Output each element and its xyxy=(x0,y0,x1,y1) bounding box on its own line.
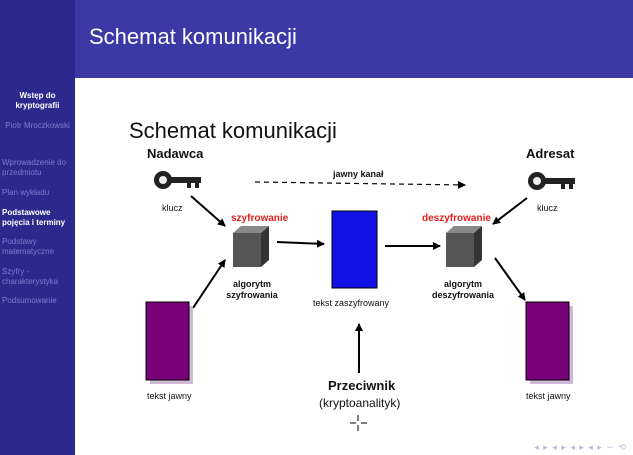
sidebar-item-podsumowanie[interactable]: Podsumowanie xyxy=(2,296,57,305)
decryption-label: deszyfrowanie xyxy=(422,213,491,224)
encryption-cube xyxy=(233,226,269,267)
plaintext-left-label: tekst jawny xyxy=(147,391,192,401)
plaintext-right-box xyxy=(525,301,573,384)
beamer-nav-icons[interactable]: ◂ ▸ ◂ ▸ ◂ ▸ ◂ ▸ ∽ ⟲ xyxy=(534,442,627,452)
slide-header: Schemat komunikacji xyxy=(75,0,633,78)
adversary-role-label: (kryptoanalityk) xyxy=(319,396,401,410)
arrow-plaintext-to-encrypt xyxy=(192,259,226,309)
dec-algorithm-label: algorytm deszyfrowania xyxy=(431,279,495,300)
key-left-label: klucz xyxy=(162,203,183,213)
sidebar-item-szyfry[interactable]: Szyfry - charakterystyka xyxy=(2,267,59,286)
key-left-icon xyxy=(154,171,201,189)
channel-arrow xyxy=(254,180,466,189)
slide-title: Schemat komunikacji xyxy=(89,24,297,49)
sidebar: Wstęp do kryptografii Piotr Mroczkowski … xyxy=(0,0,75,455)
sidebar-item-wprowadzenie[interactable]: Wprowadzenie do przedmiotu xyxy=(2,158,67,177)
sidebar-item-plan[interactable]: Plan wykładu xyxy=(2,188,50,197)
encryption-label: szyfrowanie xyxy=(231,213,289,224)
sidebar-item-podstawy[interactable]: Podstawy matematyczne xyxy=(2,237,55,256)
arrow-key-to-decrypt xyxy=(492,197,528,225)
sidebar-item-podstawowe[interactable]: Podstawowe pojęcia i terminy xyxy=(2,208,66,227)
cursor-icon xyxy=(350,415,367,431)
decryption-cube xyxy=(446,226,482,267)
plaintext-right-label: tekst jawny xyxy=(526,391,571,401)
key-right-label: klucz xyxy=(537,203,558,213)
sender-label: Nadawca xyxy=(147,146,204,161)
sidebar-author: Piotr Mroczkowski xyxy=(5,121,70,130)
arrow-key-to-encrypt xyxy=(190,195,226,227)
adversary-label: Przeciwnik xyxy=(328,378,396,393)
diagram-graphics xyxy=(145,171,575,431)
channel-label: jawny kanał xyxy=(333,169,384,179)
diagram-title: Schemat komunikacji xyxy=(129,118,337,143)
ciphertext-label: tekst zaszyfrowany xyxy=(313,298,390,308)
enc-algorithm-label: algorytm szyfrowania xyxy=(226,279,278,300)
key-right-icon xyxy=(528,172,575,190)
plaintext-left-box xyxy=(145,301,193,384)
receiver-label: Adresat xyxy=(526,146,575,161)
arrow-encrypt-to-ciphertext xyxy=(276,239,325,248)
ciphertext-box xyxy=(331,210,378,289)
slide-content: Schemat komunikacji Nadawca Adresat kluc… xyxy=(75,78,633,455)
sidebar-title: Wstęp do kryptografii xyxy=(15,91,60,110)
arrow-decrypt-to-plaintext xyxy=(494,257,526,301)
